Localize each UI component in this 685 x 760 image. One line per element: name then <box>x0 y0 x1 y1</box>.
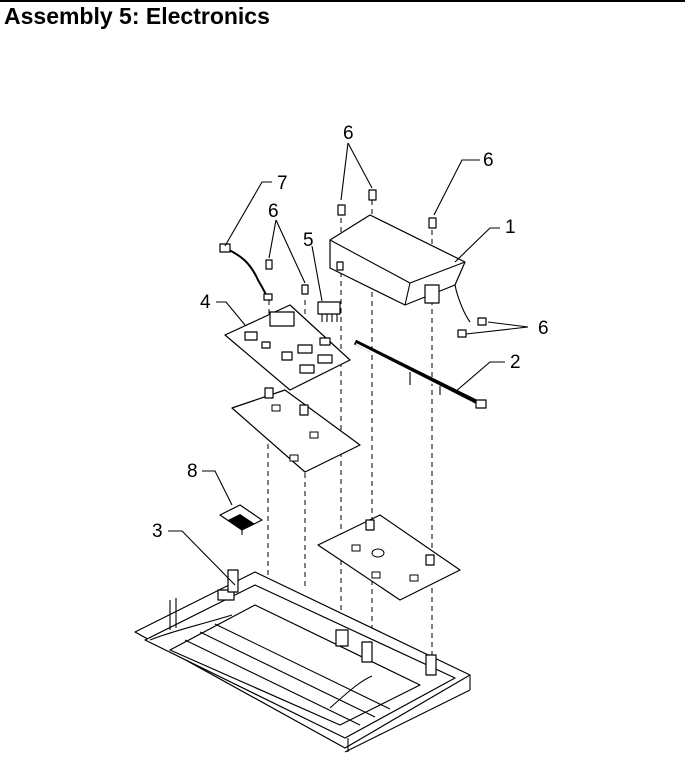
callout-1: 1 <box>505 217 516 238</box>
circuit-board <box>224 304 351 391</box>
callout-6: 6 <box>483 150 494 171</box>
callout-6: 6 <box>268 201 279 222</box>
page-title: Assembly 5: Electronics <box>4 3 270 29</box>
callout-5: 5 <box>303 230 314 251</box>
insulator-sheet <box>231 387 361 473</box>
screws <box>265 189 487 338</box>
top-rule <box>0 0 685 2</box>
callout-7: 7 <box>277 173 288 194</box>
callout-3: 3 <box>152 521 163 542</box>
callout-4: 4 <box>200 292 211 313</box>
callout-2: 2 <box>510 352 521 373</box>
cable <box>219 243 273 301</box>
power-supply-plate <box>317 514 461 601</box>
callout-6: 6 <box>538 318 549 339</box>
callout-6: 6 <box>343 123 354 144</box>
harness <box>353 339 487 409</box>
leader-lines <box>168 142 529 586</box>
cover <box>329 214 471 323</box>
callout-8: 8 <box>187 461 198 482</box>
callouts: 6 6 1 2 6 7 6 5 4 8 3 <box>152 123 549 542</box>
base-tray <box>134 569 471 753</box>
module-card <box>219 504 263 535</box>
connector <box>317 301 341 322</box>
